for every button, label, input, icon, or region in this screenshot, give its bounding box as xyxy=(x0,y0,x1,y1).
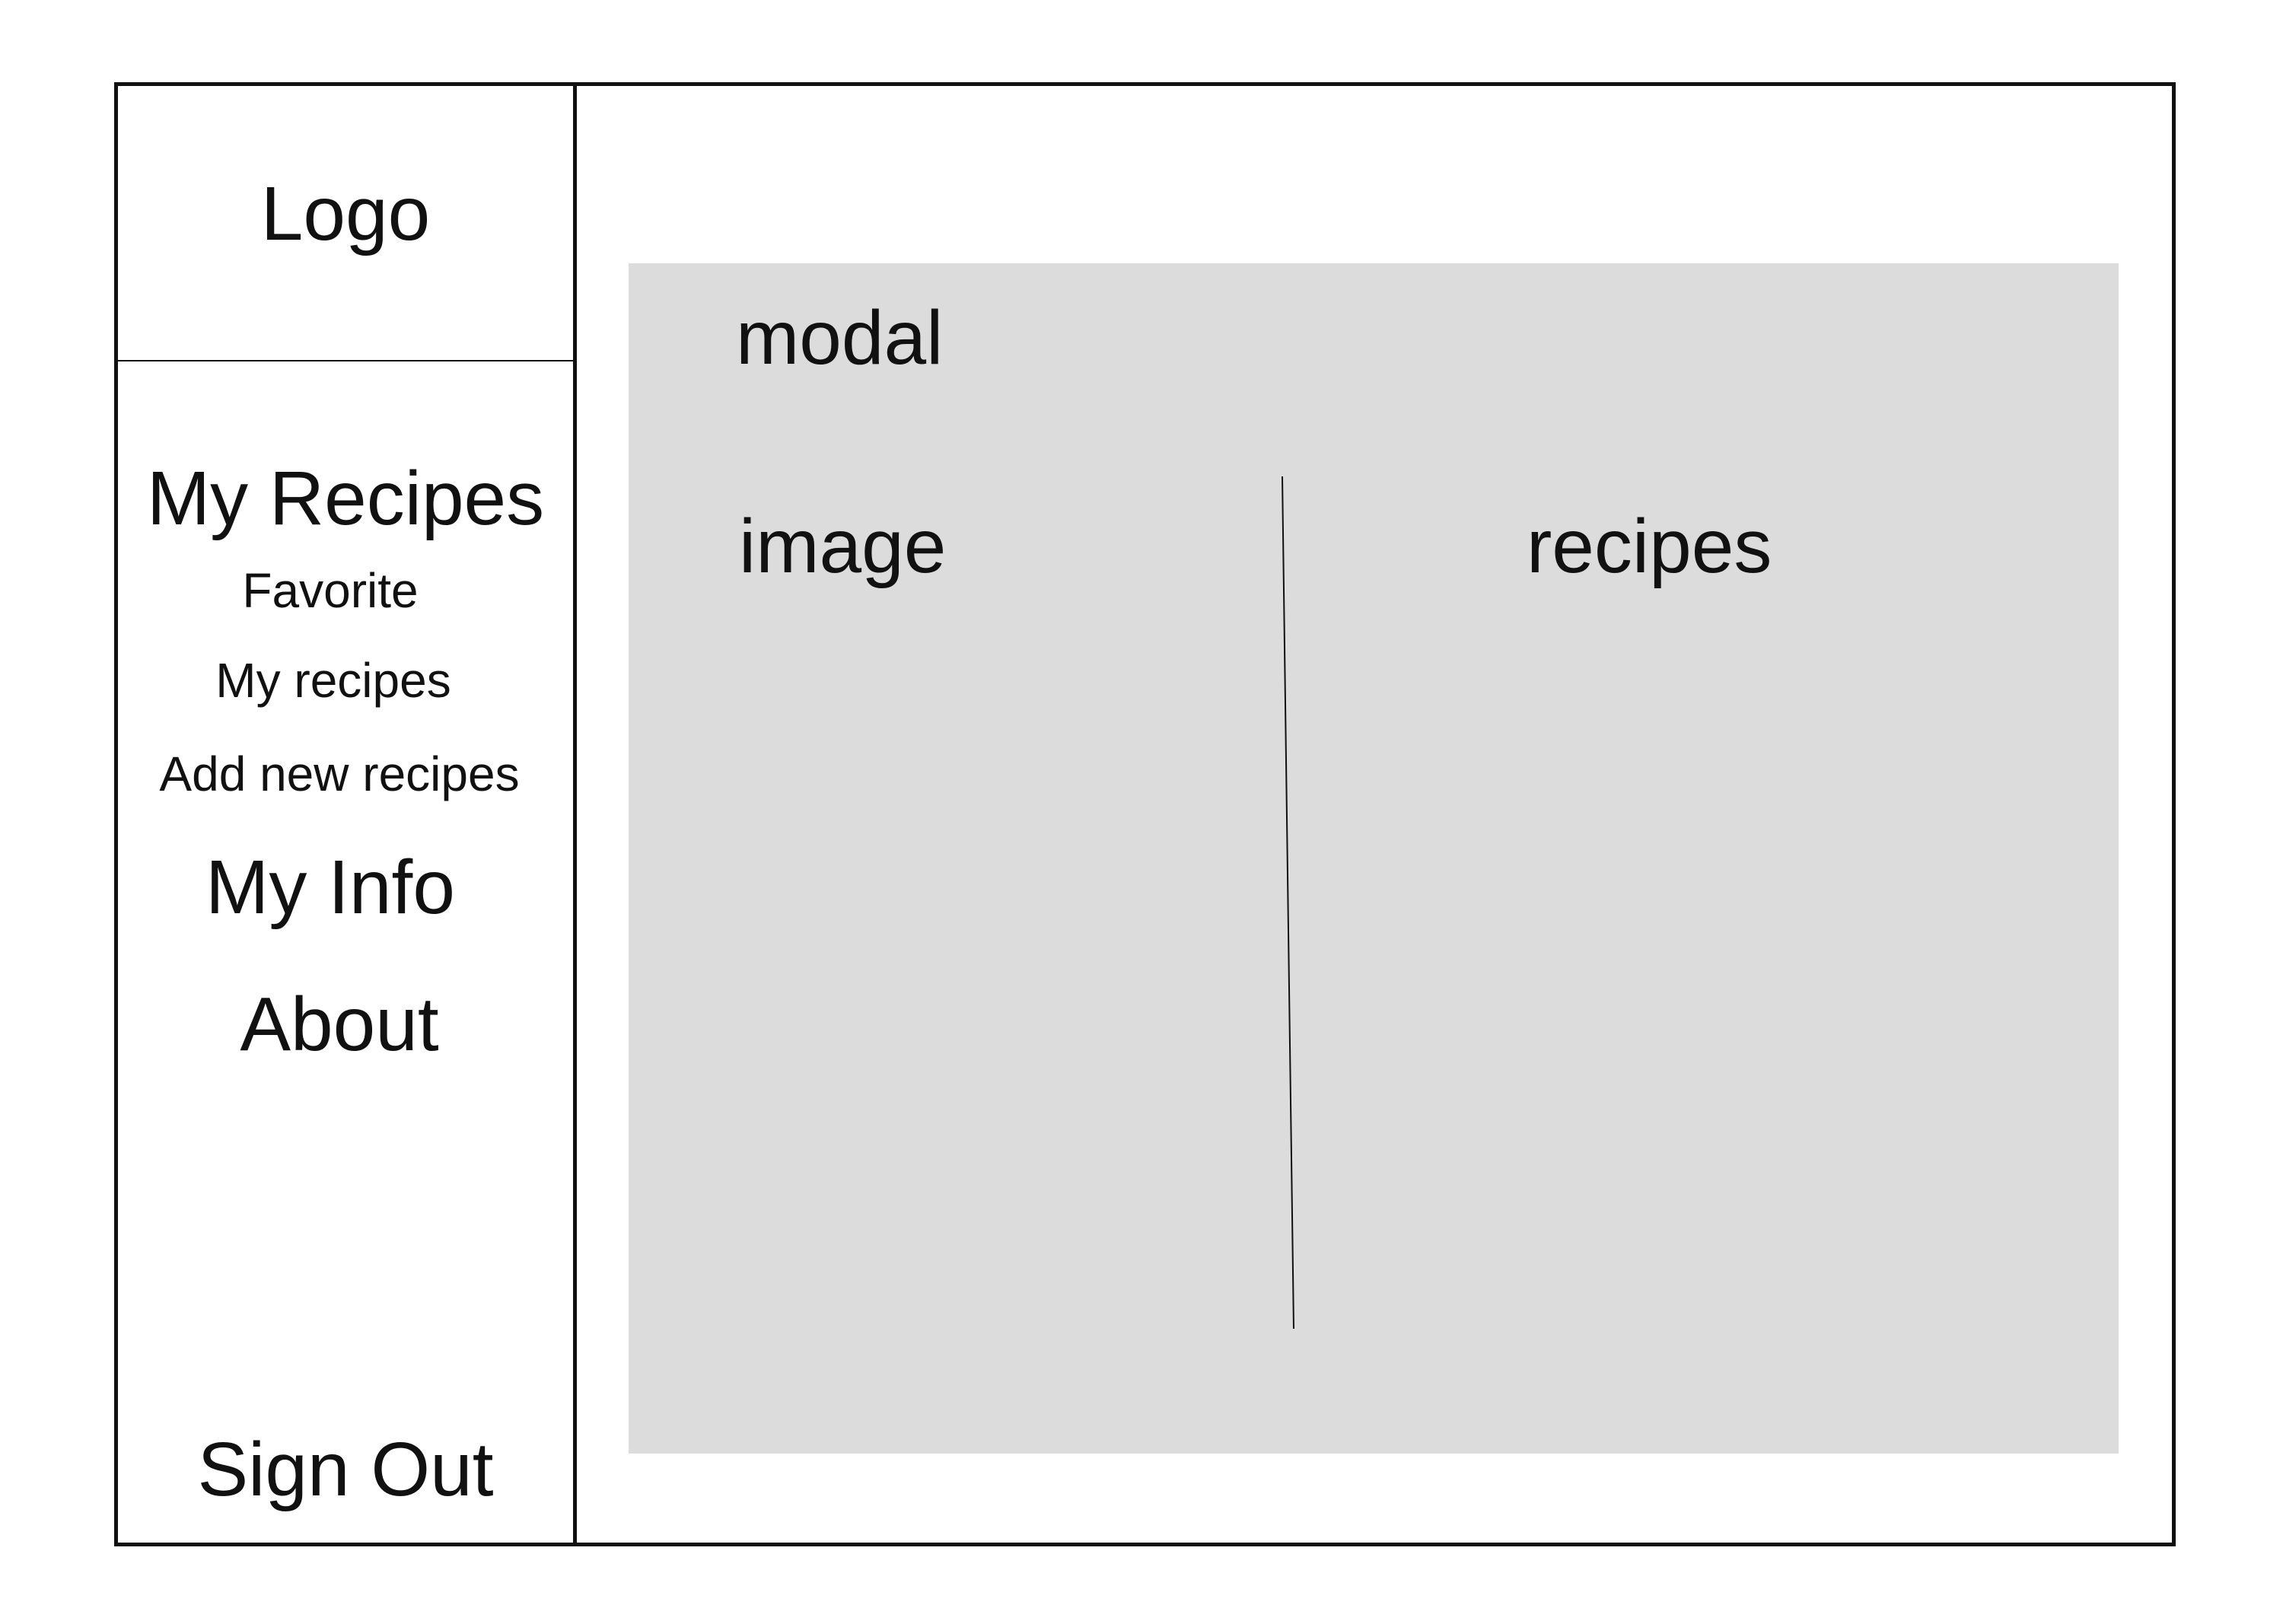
image-placeholder-label: image xyxy=(739,504,947,589)
sidebar: Logo My Recipes Favorite My recipes Add … xyxy=(118,86,577,1543)
nav-add-new-recipes[interactable]: Add new recipes xyxy=(159,747,520,801)
app-frame: Logo My Recipes Favorite My recipes Add … xyxy=(114,82,2176,1546)
logo-area: Logo xyxy=(118,86,573,361)
nav-favorite[interactable]: Favorite xyxy=(242,563,419,618)
nav-my-info[interactable]: My Info xyxy=(205,845,455,930)
recipes-panel-label: recipes xyxy=(1527,504,1772,589)
modal-title: modal xyxy=(736,295,944,381)
nav-my-recipes[interactable]: My Recipes xyxy=(146,456,545,541)
modal[interactable]: modal image recipes xyxy=(629,263,2119,1454)
sign-out-button[interactable]: Sign Out xyxy=(197,1427,494,1512)
logo[interactable]: Logo xyxy=(260,171,431,256)
nav-about[interactable]: About xyxy=(240,982,439,1067)
nav-my-recipes-sub[interactable]: My recipes xyxy=(215,653,451,708)
modal-divider xyxy=(1282,476,1294,1329)
